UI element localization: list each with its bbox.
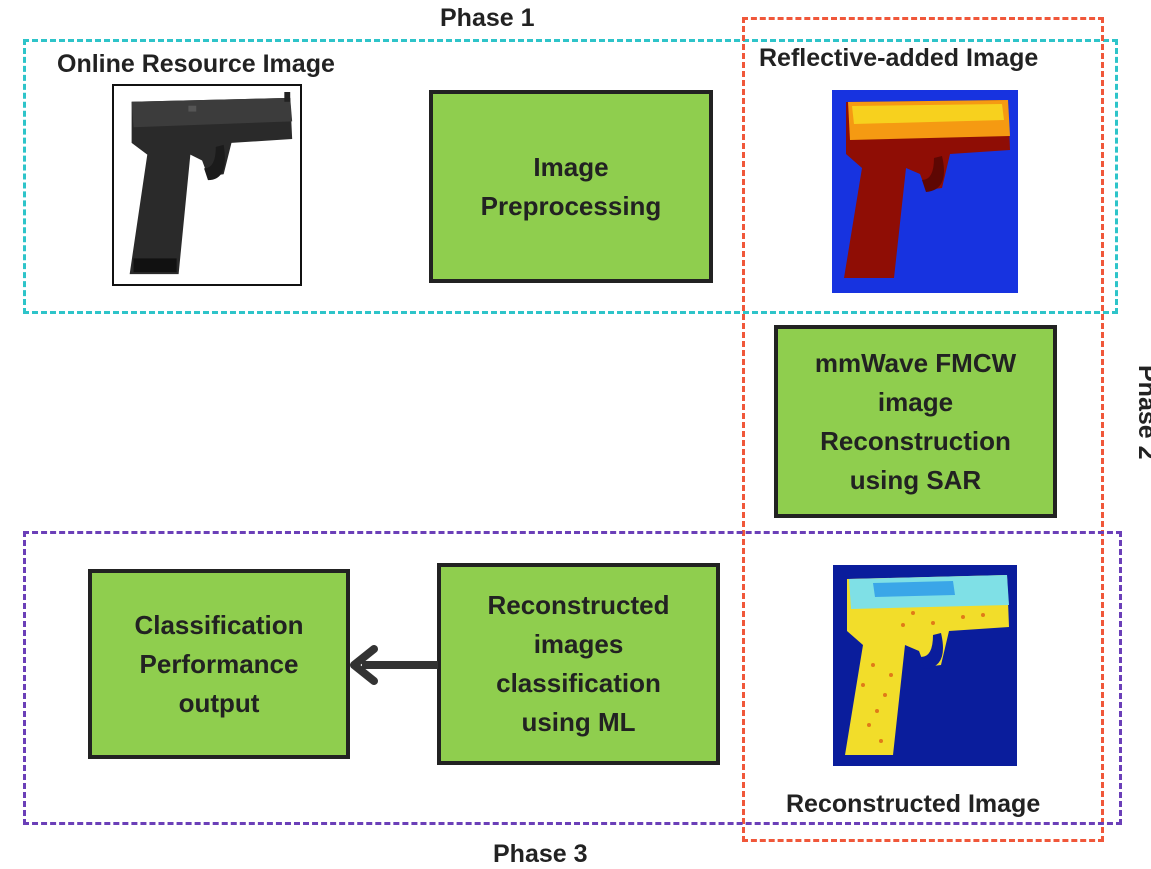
performance-output-box: Classification Performance output — [88, 569, 350, 759]
pistol-heatmap-icon — [832, 90, 1018, 293]
online-resource-image — [112, 84, 302, 286]
phase-1-region — [23, 39, 1118, 314]
online-resource-caption: Online Resource Image — [57, 50, 335, 78]
pistol-photo-icon — [129, 92, 293, 275]
sar-reconstruction-box: mmWave FMCW image Reconstruction using S… — [774, 325, 1057, 518]
reflective-added-caption: Reflective-added Image — [759, 44, 1039, 72]
phase-1-label: Phase 1 — [440, 4, 535, 32]
reflective-added-image — [832, 90, 1018, 293]
reconstructed-image — [833, 565, 1017, 766]
arrow-left-icon — [350, 645, 438, 685]
pistol-reconstruction-icon — [833, 565, 1017, 766]
phase-2-label: Phase 2 — [1133, 365, 1151, 460]
phase-3-label: Phase 3 — [493, 840, 588, 868]
ml-classification-box: Reconstructed images classification usin… — [437, 563, 720, 765]
phase-3-region — [23, 531, 1122, 825]
reconstructed-image-caption: Reconstructed Image — [786, 790, 1041, 818]
image-preprocessing-box: Image Preprocessing — [429, 90, 713, 283]
phase-2-region — [742, 17, 1104, 842]
